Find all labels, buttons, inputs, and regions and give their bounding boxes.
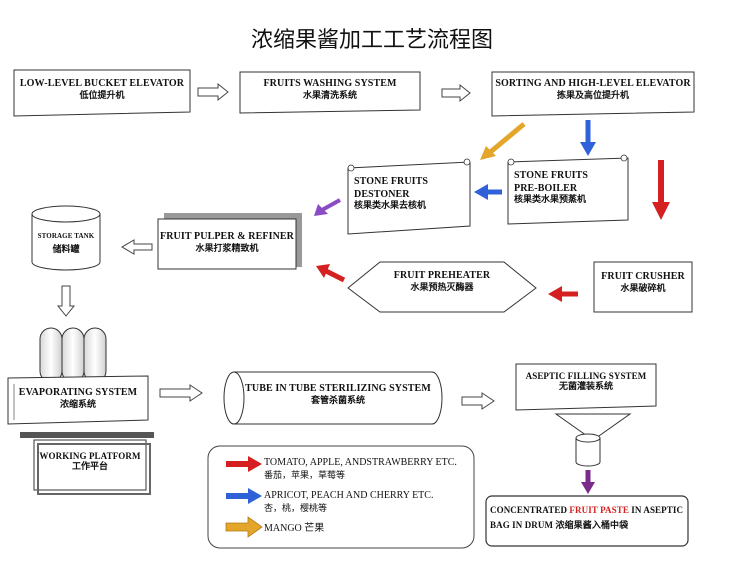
storage-tank-zh: 储料罐	[52, 244, 80, 255]
crusher-box	[593, 261, 693, 313]
blue-arrow-preboiler-to-destoner	[474, 184, 502, 200]
evaporating-zh: 浓缩系统	[59, 399, 96, 410]
pulper-box	[157, 213, 302, 270]
preboiler-en2: PRE-BOILER	[514, 182, 578, 194]
blue-arrow-sorting-to-preboiler	[580, 120, 596, 156]
evaporating-en: EVAPORATING SYSTEM	[18, 387, 138, 398]
working-platform-zh: 工作平台	[71, 462, 108, 473]
product-highlight: FRUIT PASTE	[569, 505, 629, 515]
legend-blue-zh: 杏，桃，樱桃等	[264, 504, 328, 514]
legend-blue-arrow	[226, 488, 262, 504]
destoner-zh: 核果类水果去核机	[354, 201, 427, 211]
product-pre: CONCENTRATED	[490, 505, 570, 515]
legend-red-zh: 番茄，苹果，草莓等	[264, 471, 346, 481]
tube-sterilizer-shape	[223, 371, 443, 425]
preboiler-en1: STONE FRUITS	[514, 170, 589, 181]
filling-funnel	[554, 413, 632, 467]
arrow-sterilizer-to-filling	[461, 392, 495, 410]
preheater-en: FRUIT PREHEATER	[393, 270, 491, 281]
bucket-elevator-en: LOW-LEVEL BUCKET ELEVATOR	[19, 78, 185, 89]
arrow-elevator-to-washing	[197, 82, 229, 102]
orange-arrow-sorting-to-destoner	[480, 122, 526, 160]
storage-tank-shape	[31, 205, 101, 271]
crusher-zh: 水果破碎机	[620, 283, 666, 294]
sorting-elevator-box	[491, 71, 695, 117]
legend-orange-arrow	[225, 516, 263, 538]
bucket-elevator-box	[13, 69, 191, 117]
destoner-scroll	[347, 158, 471, 235]
legend-blue-en: APRICOT, PEACH AND CHERRY ETC.	[264, 490, 434, 501]
purple-arrow-to-product	[581, 470, 595, 494]
sorting-zh: 拣果及高位提升机	[556, 90, 629, 101]
washing-system-en: FRUITS WASHING SYSTEM	[263, 78, 397, 89]
legend-red-arrow	[226, 456, 262, 472]
tube-sterilizer-label: TUBE IN TUBE STERILIZING SYSTEM 套管杀菌系统	[244, 383, 432, 407]
preheater-hexagon	[347, 261, 537, 313]
aseptic-filling-zh: 无菌灌装系统	[558, 382, 613, 393]
arrow-tank-to-evaporator	[56, 285, 76, 317]
pulper-label: FRUIT PULPER & REFINER 水果打浆精致机	[158, 231, 296, 255]
red-arrow-preheater-to-pulper	[316, 264, 346, 283]
arrow-evaporator-to-sterilizer	[159, 384, 203, 402]
diagram-title: 浓缩果酱加工工艺流程图	[250, 28, 493, 53]
destoner-en2: DESTONER	[354, 188, 410, 200]
sorting-label: SORTING AND HIGH-LEVEL ELEVATOR 拣果及高位提升机	[492, 78, 694, 102]
washing-system-zh: 水果清洗系统	[302, 90, 357, 101]
working-platform-shape	[20, 432, 154, 495]
preboiler-scroll	[507, 154, 629, 225]
destoner-label: STONE FRUITS DESTONER 核果类水果去核机	[354, 176, 428, 212]
evaporating-system-box	[7, 375, 149, 425]
purple-arrow-destoner-to-pulper	[314, 198, 341, 216]
preboiler-label: STONE FRUITS PRE-BOILER 核果类水果预蒸机	[514, 170, 588, 206]
bucket-elevator-zh: 低位提升机	[79, 90, 125, 101]
working-platform-en: WORKING PLATFORM	[39, 451, 141, 461]
product-line1: CONCENTRATED FRUIT PASTE IN ASEPTIC	[490, 505, 686, 516]
legend-blue-text: APRICOT, PEACH AND CHERRY ETC. 杏，桃，樱桃等	[264, 490, 433, 515]
storage-tank-en: STORAGE TANK	[37, 232, 95, 240]
product-line2: BAG IN DRUM 浓缩果酱入桶中袋	[490, 520, 629, 531]
crusher-en: FRUIT CRUSHER	[601, 271, 685, 282]
arrow-pulper-to-tank	[121, 239, 153, 255]
red-arrow-sorting-to-crusher	[652, 160, 670, 220]
legend-orange-text: MANGO 芒果	[264, 523, 325, 534]
aseptic-filling-en: ASEPTIC FILLING SYSTEM	[525, 371, 647, 381]
legend-box	[207, 445, 475, 549]
pulper-zh: 水果打浆精致机	[195, 243, 259, 254]
product-label: CONCENTRATED FRUIT PASTE IN ASEPTIC BAG …	[490, 505, 686, 532]
preheater-label: FRUIT PREHEATER 水果预热灭酶器	[348, 270, 536, 294]
washing-system-box	[239, 71, 421, 114]
working-platform-label: WORKING PLATFORM 工作平台	[34, 451, 146, 474]
evaporator-tubes	[39, 327, 107, 383]
destoner-en1: STONE FRUITS	[354, 176, 429, 187]
bucket-elevator-label: LOW-LEVEL BUCKET ELEVATOR 低位提升机	[14, 78, 190, 102]
preheater-zh: 水果预热灭酶器	[410, 282, 474, 293]
pulper-en: FRUIT PULPER & REFINER	[160, 231, 294, 242]
crusher-label: FRUIT CRUSHER 水果破碎机	[594, 271, 692, 295]
preboiler-zh: 核果类水果预蒸机	[514, 195, 587, 205]
legend-red-en: TOMATO, APPLE, ANDSTRAWBERRY ETC.	[264, 457, 457, 468]
washing-system-label: FRUITS WASHING SYSTEM 水果清洗系统	[240, 78, 420, 102]
legend-red-text: TOMATO, APPLE, ANDSTRAWBERRY ETC. 番茄，苹果，…	[264, 457, 457, 482]
product-box	[485, 495, 689, 547]
sorting-en: SORTING AND HIGH-LEVEL ELEVATOR	[495, 78, 691, 89]
tube-sterilizer-zh: 套管杀菌系统	[310, 395, 365, 406]
product-post: IN ASEPTIC	[628, 505, 684, 515]
aseptic-filling-box	[515, 363, 657, 411]
red-arrow-crusher-to-preheater	[548, 286, 578, 302]
storage-tank-label: STORAGE TANK 储料罐	[32, 232, 100, 256]
arrow-washing-to-sorting	[441, 83, 471, 103]
evaporating-label: EVAPORATING SYSTEM 浓缩系统	[10, 387, 146, 411]
tube-sterilizer-en: TUBE IN TUBE STERILIZING SYSTEM	[245, 383, 431, 394]
aseptic-filling-label: ASEPTIC FILLING SYSTEM 无菌灌装系统	[516, 371, 656, 394]
